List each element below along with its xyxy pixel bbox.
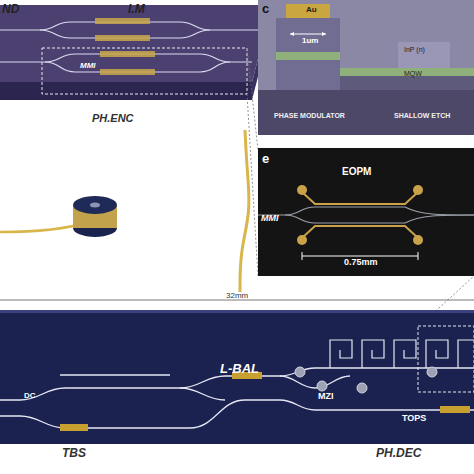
part-label: PH.DEC — [376, 447, 421, 460]
chip-panel: c Au 1umInP (n) MQW PHASE MODULATOR SHALLOW E… — [258, 0, 474, 135]
part-label: TBS — [62, 447, 86, 460]
part-label: MMI — [80, 62, 96, 71]
part-label: c — [262, 2, 269, 16]
chip-panel: 32mmL-BAL DC MZI TOPS TBS PH.DEC — [0, 292, 474, 474]
part-label: PHASE MODULATOR — [274, 112, 345, 120]
chip-panel: eEOPM MMI 0.75mm — [258, 148, 474, 276]
part-label: L-BAL — [220, 362, 259, 376]
chip-panel: ND I.M MMI PH.ENC — [0, 0, 275, 130]
part-label: 0.75mm — [344, 258, 378, 268]
part-label: MMI — [261, 214, 279, 224]
part-label: SHALLOW ETCH — [394, 112, 450, 120]
part-label: 1um — [302, 37, 318, 46]
part-label: InP (n) — [404, 46, 425, 54]
part-label: MZI — [318, 392, 334, 402]
part-label: TOPS — [402, 414, 426, 424]
part-label: Au — [306, 6, 317, 15]
leader-lines — [247, 48, 474, 330]
part-label: MQW — [404, 70, 422, 78]
part-label: I.M — [128, 3, 145, 16]
part-label: ND — [2, 3, 19, 16]
part-label: EOPM — [342, 166, 371, 177]
part-label: 32mm — [226, 292, 248, 301]
fiber-spool — [0, 196, 117, 237]
micrograph-panel — [258, 148, 474, 276]
part-label: DC — [24, 392, 36, 401]
encoder-chip — [0, 5, 272, 100]
part-label: e — [262, 152, 269, 166]
decoder-chip — [0, 310, 474, 444]
optical-fiber — [240, 130, 249, 292]
part-label: PH.ENC — [92, 112, 134, 124]
cross-section-panel — [258, 0, 474, 135]
